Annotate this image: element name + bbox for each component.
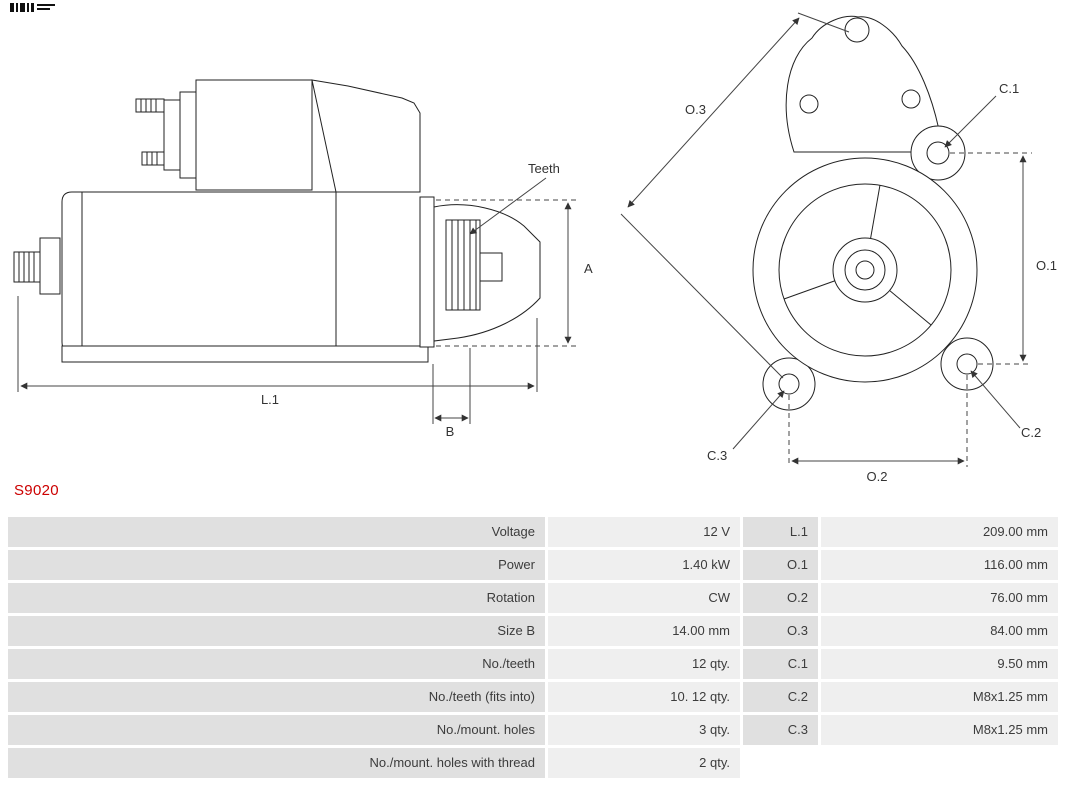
brand-logo [10,3,55,12]
spec-label: No./mount. holes with thread [8,748,545,778]
side-view-drawing [13,79,541,363]
label-c1: C.1 [999,81,1019,96]
pinion-gear [445,219,481,311]
side-view-dimensions [17,177,580,424]
technical-drawing: Teeth A L.1 B O.3 O.1 O.2 C.1 C.2 C.3 [10,3,1057,484]
motor-body [61,191,337,353]
spec-value: 2 qty. [548,748,740,778]
front-view-drawing [752,15,994,411]
motor-base [61,345,429,363]
dim-value: M8x1.25 mm [821,682,1058,712]
label-o3: O.3 [685,102,706,117]
terminal-stud-left [13,237,61,295]
label-a: A [584,261,593,276]
dim-value: 9.50 mm [821,649,1058,679]
label-l1: L.1 [261,392,279,407]
spec-value: 1.40 kW [548,550,740,580]
dim-label: O.1 [743,550,818,580]
front-view-dimensions [620,12,1032,467]
spec-value: 12 V [548,517,740,547]
label-c3: C.3 [707,448,727,463]
spec-label: Size B [8,616,545,646]
dim-value: 84.00 mm [821,616,1058,646]
drive-end [419,196,541,348]
part-number: S9020 [14,482,59,499]
spec-value: 12 qty. [548,649,740,679]
spec-label: No./teeth [8,649,545,679]
dim-label: O.3 [743,616,818,646]
dim-value [821,748,1058,778]
spec-value: 3 qty. [548,715,740,745]
spec-value: CW [548,583,740,613]
spec-value: 10. 12 qty. [548,682,740,712]
label-o1: O.1 [1036,258,1057,273]
spec-label: No./mount. holes [8,715,545,745]
dim-value: 209.00 mm [821,517,1058,547]
shaft-tip [479,252,503,282]
label-o2: O.2 [867,469,888,484]
spec-value: 14.00 mm [548,616,740,646]
hole-c2 [956,353,978,375]
spec-label: No./teeth (fits into) [8,682,545,712]
label-c2: C.2 [1021,425,1041,440]
solenoid [135,79,313,191]
dim-label: C.2 [743,682,818,712]
hole-c3 [778,373,800,395]
spec-label: Power [8,550,545,580]
dim-label: C.3 [743,715,818,745]
dim-label: O.2 [743,583,818,613]
dim-label: C.1 [743,649,818,679]
dim-value: 76.00 mm [821,583,1058,613]
dim-label: L.1 [743,517,818,547]
hole-c1 [926,141,950,165]
label-b: B [446,424,455,439]
label-teeth: Teeth [528,161,560,176]
dim-label [743,748,818,778]
dim-value: 116.00 mm [821,550,1058,580]
spec-label: Rotation [8,583,545,613]
spec-table: Voltage 12 V L.1 209.00 mm Power 1.40 kW… [8,517,1058,778]
dim-value: M8x1.25 mm [821,715,1058,745]
spec-label: Voltage [8,517,545,547]
